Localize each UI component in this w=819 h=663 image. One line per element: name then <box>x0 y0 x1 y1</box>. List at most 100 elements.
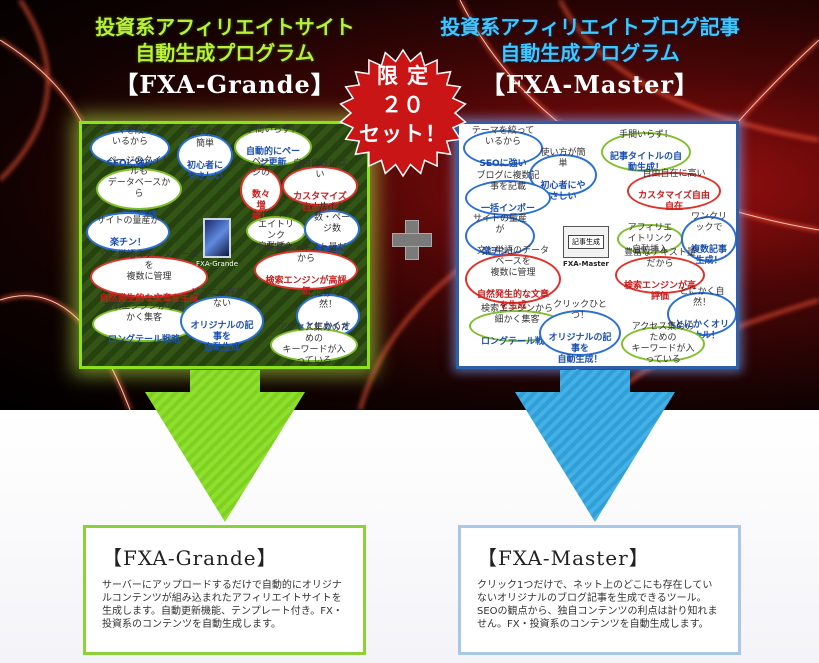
feature-bubble-highlight: 楽チン！ <box>481 247 518 257</box>
feature-bubble: 検索エンジンから細かく集客ロングテール戦略 <box>92 302 196 345</box>
grande-icon-caption: FXA-Grande <box>196 260 239 268</box>
feature-bubble: 豊富なテキスト量だから検索エンジンが高評価 <box>615 248 705 302</box>
feature-bubble-text: とにかく自然！ <box>679 286 725 308</box>
feature-bubble-text: 自由自在に高い <box>642 169 706 179</box>
feature-bubble-text: 文と単語のデータベースを 複数に管理 <box>476 246 549 278</box>
feature-bubble-text: どこにも存在しない <box>190 288 254 309</box>
grande-heading-line1: 投資系アフィリエイトサイト <box>95 15 355 39</box>
feature-bubble-text: 検索エンジンから細かく集客 <box>103 302 185 323</box>
feature-bubble-text: ページの <box>251 157 270 178</box>
feature-bubble-highlight: 検索エンジンが高評価 <box>265 275 347 297</box>
feature-bubble-text: テーマを絞っているから <box>98 126 162 147</box>
grande-product-icon: FXA-Grande <box>196 218 238 268</box>
feature-bubble: 手間いらず！ 自動的にページ更新 <box>234 125 312 168</box>
feature-bubble-highlight: カスタマイズ自由自在 <box>638 191 710 212</box>
grande-box-title: 【FXA-Grande】 <box>102 546 278 570</box>
feature-bubble-highlight: 複数記事生成！ <box>690 244 727 266</box>
grande-heading-line2: 自動生成プログラム <box>135 41 315 65</box>
feature-bubble-highlight: オリジナルの記事を 自動生成！ <box>548 333 612 365</box>
feature-bubble: 自由自在に高いカスタマイズ自由自在 <box>627 169 721 212</box>
master-product-name: 【FXA-Master】 <box>480 70 699 99</box>
plus-icon <box>392 220 432 260</box>
feature-bubble: サイトの量産が楽チン！ <box>465 214 535 257</box>
master-product-icon: 記事生成 FXA-Master <box>563 226 609 268</box>
master-feature-image[interactable]: テーマを絞っているから SEOに強い 使い方が簡単初心者にやさしい 手間いらず！ 記事タ… <box>456 121 739 369</box>
feature-bubble: 豊富なテキスト量だから検索エンジンが高評価 <box>254 243 358 297</box>
feature-bubble-highlight: 自然発生的な文章を生成 <box>99 293 199 304</box>
feature-bubble-text: ワンクリックで <box>690 211 727 233</box>
feature-bubble-text: 豊富なテキスト量だから <box>265 242 347 264</box>
feature-bubble: サイトの量産が楽チン！ <box>86 212 170 252</box>
master-heading-line1: 投資系アフィリエイトブログ記事 <box>440 15 740 39</box>
feature-bubble-text: 手間いらず！ <box>246 125 300 135</box>
feature-bubble: 使い方が簡単初心者にやさしい <box>177 128 233 182</box>
feature-bubble: とにかく自然！ とにかくオリジナル！ <box>667 287 736 341</box>
feature-bubble-text: サイト数・ページ数 <box>313 201 350 234</box>
feature-bubble-text: ページのタイトルも データベースから <box>107 156 171 199</box>
feature-bubble-highlight: 記事タイトルの自動生成！ <box>609 152 682 173</box>
generate-article-button: 記事生成 <box>568 235 604 249</box>
feature-bubble-highlight: オリジナルの記事を 自動生成 <box>190 321 254 353</box>
feature-bubble-highlight: ロングテール戦略 <box>480 337 553 347</box>
feature-bubble: サイト数・ページ数無制限！ <box>304 202 360 256</box>
feature-bubble-text: サイトの量産が <box>96 215 160 226</box>
limited-badge <box>339 48 467 178</box>
grande-box-description: サーバーにアップロードするだけで自動的にオリジナルコンテンツが組み込まれたアフィ… <box>102 580 343 630</box>
feature-bubble-text: アフィリエイトリンク 自動挿入 <box>627 222 673 255</box>
feature-bubble: ワンクリックで複数記事生成！ <box>681 212 736 266</box>
feature-bubble: ページのタイトルも データベースから自動生成 <box>96 156 182 221</box>
feature-bubble-text: アフィリエイトリンク 自動挿入 <box>257 209 294 252</box>
feature-bubble-highlight: 初心者にやさしい <box>186 160 223 182</box>
feature-bubble: 自由自在に高いカスタマイズ自由自在 <box>282 159 358 213</box>
feature-bubble-highlight: 自然発生的な文章を生成 <box>476 290 549 311</box>
feature-bubble: テーマを絞っているから SEOに強い <box>463 126 543 169</box>
feature-bubble: アクセス集めのための キーワードが入っている <box>270 323 358 366</box>
feature-bubble-highlight: 楽チン！ <box>109 237 146 248</box>
feature-bubble: テーマを絞っているから SEOに強い <box>90 126 170 169</box>
grande-heading: 投資系アフィリエイトサイト 自動生成プログラム 【FXA-Grande】 <box>60 14 390 98</box>
feature-bubble-text: とにかく自然！ <box>305 288 351 310</box>
feature-bubble-text: ブログに複数記事を記載 <box>476 170 540 192</box>
feature-bubble: ブログに複数記事を記載一括インポート！ <box>465 171 551 225</box>
feature-bubble: アフィリエイトリンク 自動挿入 <box>617 222 683 255</box>
feature-bubble: どこにも存在しないオリジナルの記事を 自動生成 <box>180 288 264 353</box>
feature-bubble-highlight: 検索エンジンが高評価 <box>623 280 696 302</box>
feature-bubble-text: テーマを絞っているから <box>471 126 535 147</box>
feature-bubble: 手間いらず！ 記事タイトルの自動生成！ <box>601 130 691 173</box>
feature-bubble: 文と単語のデータベースを 複数に管理自然発生的な文章を生成 <box>90 250 208 304</box>
arrow-down-icon-green <box>145 370 305 522</box>
feature-bubble-text: 豊富なテキスト量だから <box>624 247 696 269</box>
feature-bubble: アフィリエイトリンク 自動挿入 <box>246 209 306 252</box>
feature-bubble-highlight: 自動的にページ更新 <box>245 147 300 168</box>
arrow-down-icon-blue <box>515 370 675 522</box>
grande-description-box: 【FXA-Grande】 サーバーにアップロードするだけで自動的にオリジナルコン… <box>83 525 366 655</box>
feature-bubble-text: サイトの量産が <box>473 214 528 235</box>
master-box-title: 【FXA-Master】 <box>477 546 650 570</box>
master-heading-line2: 自動生成プログラム <box>500 41 680 65</box>
grande-feature-image[interactable]: テーマを絞っているから SEOに強い 使い方が簡単初心者にやさしい 手間いらず！ 自動的… <box>79 121 370 369</box>
feature-bubble: 文と単語のデータベースを 複数に管理自然発生的な文章を生成 <box>465 246 561 311</box>
feature-bubble-text: アクセス集めのための キーワードが入っている <box>631 322 695 365</box>
grande-product-name: 【FXA-Grande】 <box>114 70 336 99</box>
feature-bubble-highlight: SEOに強い <box>106 159 154 169</box>
feature-bubble: クリックひとつ！ オリジナルの記事を 自動生成！ <box>539 300 621 365</box>
master-description-box: 【FXA-Master】 クリック1つだけで、ネット上のどこにも存在していないオ… <box>458 525 741 655</box>
feature-bubble-highlight: 無制限！ <box>313 245 350 256</box>
feature-bubble-highlight: 初心者にやさしい <box>540 180 586 202</box>
feature-bubble-highlight: ロングテール戦略 <box>107 335 180 345</box>
master-heading: 投資系アフィリエイトブログ記事 自動生成プログラム 【FXA-Master】 <box>430 14 750 98</box>
master-icon-caption: FXA-Master <box>563 260 609 268</box>
feature-bubble-text: 文と単語のデータベースを 複数に管理 <box>99 249 199 282</box>
feature-bubble-text: アクセス集めのための キーワードが入っている <box>278 323 350 366</box>
master-box-description: クリック1つだけで、ネット上のどこにも存在していないオリジナルのブログ記事を生成… <box>477 580 718 630</box>
feature-bubble-highlight: カスタマイズ自由自在 <box>293 191 347 213</box>
feature-bubble-highlight: とにかくオリジナル！ <box>675 319 730 341</box>
feature-bubble-text: 検索エンジンから細かく集客 <box>480 304 553 325</box>
feature-bubble-text: 使い方が簡単 <box>540 147 586 169</box>
feature-bubble-text: クリックひとつ！ <box>553 300 607 321</box>
feature-bubble-highlight: SEOに強い <box>479 159 527 169</box>
feature-bubble: アクセス集めのための キーワードが入っている <box>621 322 705 365</box>
feature-bubble-text: 自由自在に高い <box>292 158 347 180</box>
feature-bubble-text: 手間いらず！ <box>619 130 673 140</box>
